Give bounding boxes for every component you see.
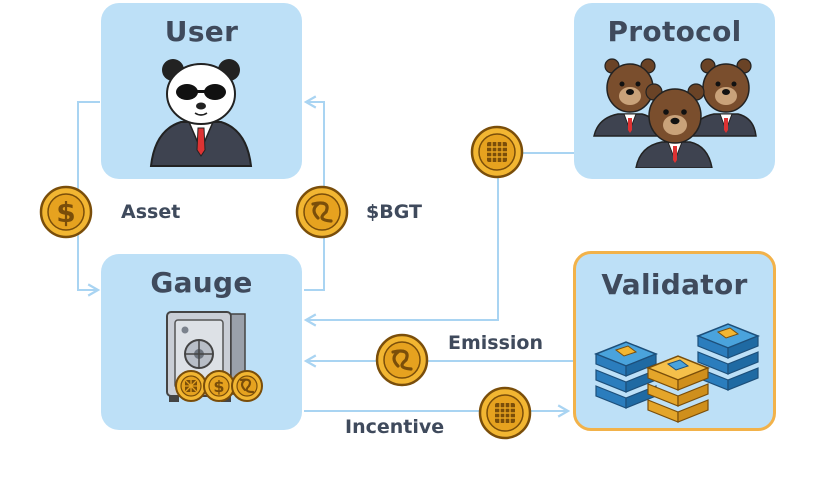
edge-label-incentive: Incentive (345, 416, 445, 438)
edge-label-emission: Emission (448, 332, 543, 354)
dollar-coin: $ (203, 370, 235, 402)
node-title: Protocol (607, 15, 742, 48)
bear-right (689, 58, 757, 137)
edge-label-bgt: $BGT (366, 201, 422, 223)
node-protocol: Protocol (574, 3, 775, 179)
server-stack-center (645, 355, 711, 423)
node-gauge: Gauge $ (101, 254, 302, 430)
server-stack-right (695, 323, 761, 391)
bgt-coin (231, 370, 263, 402)
bear-center (635, 83, 713, 168)
edge-protocol-gauge (303, 152, 574, 327)
honey-token-coin-icon (470, 125, 524, 179)
bears-in-suits-icon (593, 58, 757, 168)
node-user: User (101, 3, 302, 179)
server-stacks-icon (593, 323, 761, 423)
svg-text:$: $ (56, 196, 75, 229)
edge-label-asset: Asset (121, 201, 181, 223)
token-coins-icon: $ (175, 370, 263, 402)
node-title: Validator (601, 268, 748, 301)
bgt-coin-icon (375, 333, 429, 387)
bgt-coin-icon (295, 185, 349, 239)
bear-left (593, 58, 661, 137)
svg-text:$: $ (213, 377, 224, 396)
node-validator: Validator (573, 251, 776, 431)
node-title: User (164, 15, 239, 48)
dollar-coin-icon: $ (39, 185, 93, 239)
panda-in-suit-icon (149, 59, 253, 167)
honey-token-coin-icon (478, 386, 532, 440)
node-title: Gauge (150, 266, 253, 299)
